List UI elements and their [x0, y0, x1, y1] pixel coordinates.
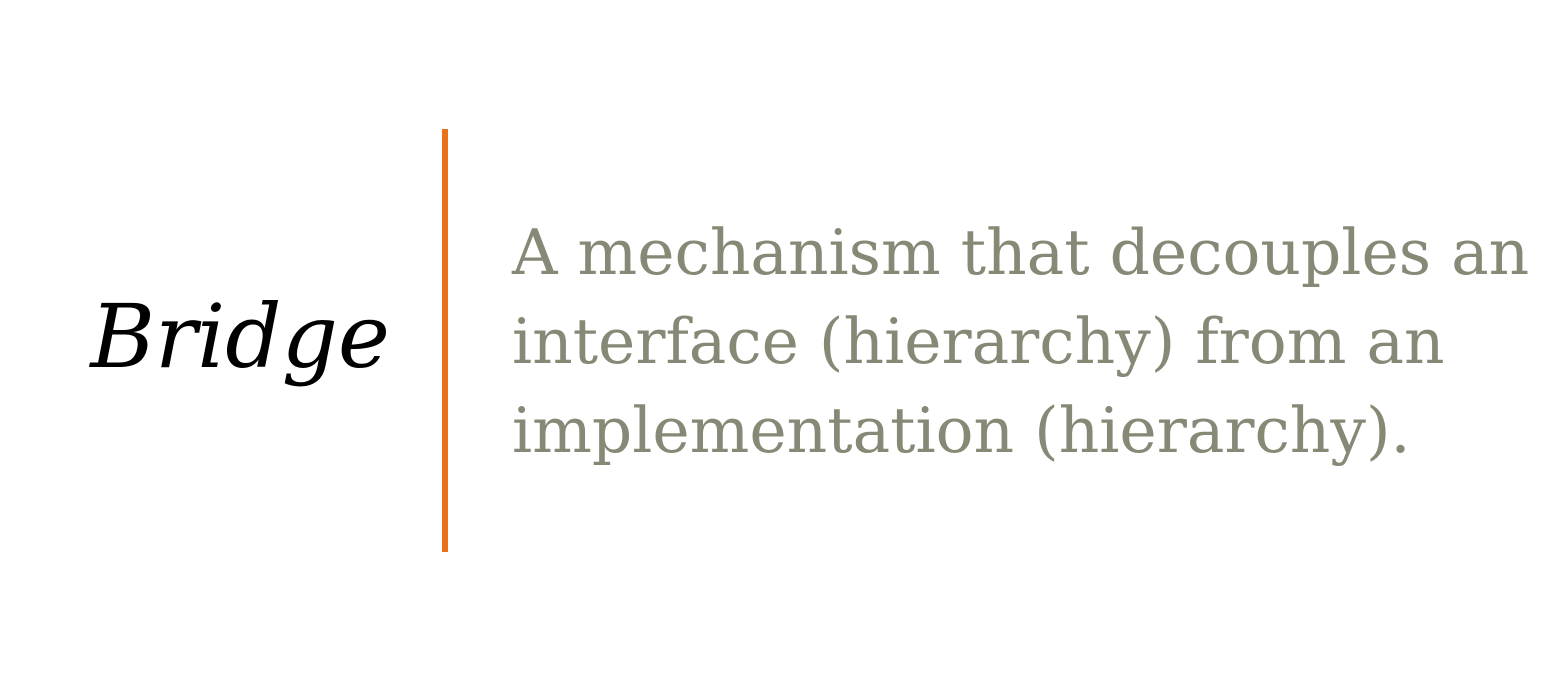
orange-divider [442, 129, 448, 552]
definition-line: A mechanism that decouples an [512, 216, 1530, 289]
term-title: Bridge [90, 285, 390, 388]
definition-line: interface (hierarchy) from an [512, 305, 1445, 378]
definition-block: A mechanism that decouples an interface … [512, 208, 1532, 475]
definition-line: implementation (hierarchy). [512, 394, 1411, 467]
